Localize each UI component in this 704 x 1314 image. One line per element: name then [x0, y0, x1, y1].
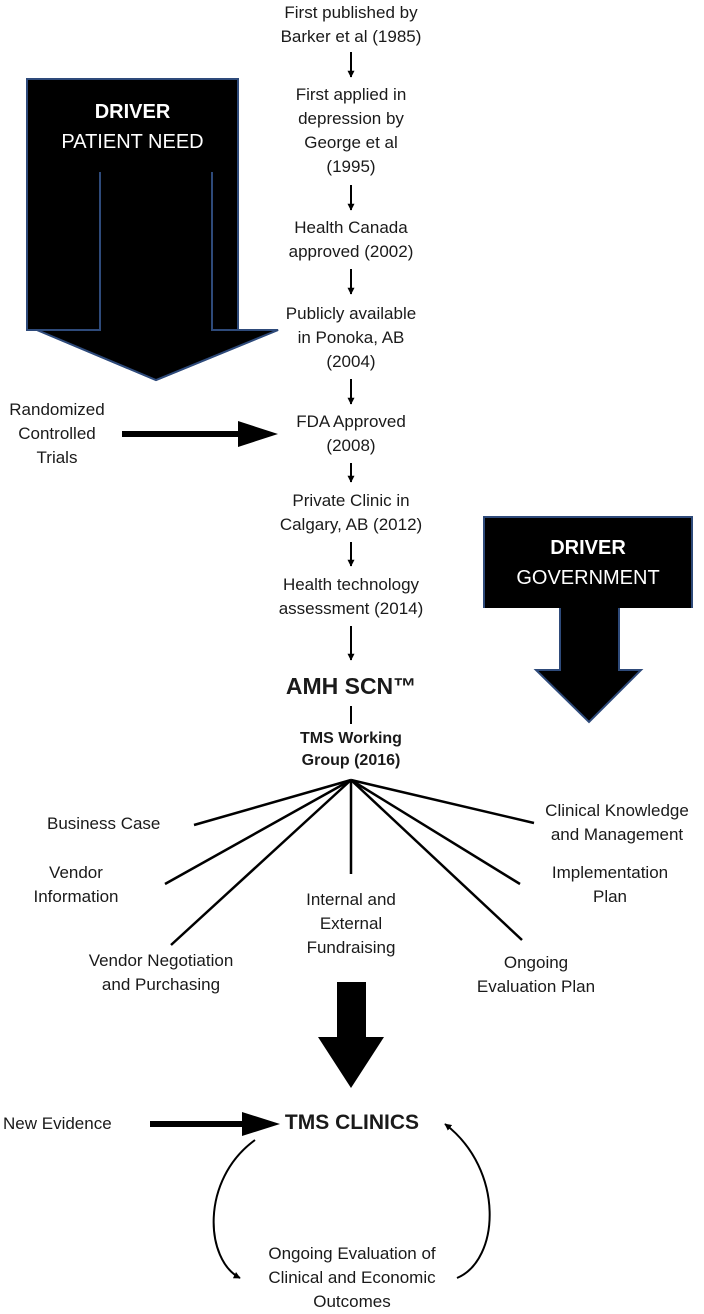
- node-health-canada: Health Canada approved (2002): [288, 218, 414, 261]
- node-hta: Health technology assessment (2014): [278, 575, 424, 618]
- driver-government-label: DRIVER GOVERNMENT: [516, 537, 660, 589]
- node-george: First applied in depression by George et…: [295, 85, 407, 176]
- branch-label-vendor-information: Vendor Information: [33, 863, 119, 906]
- driver-patient-need-label: DRIVER PATIENT NEED: [61, 101, 204, 153]
- branch-vendor-information: [164, 778, 352, 886]
- branch-label-fundraising: Internal and External Fundraising: [306, 890, 396, 957]
- driver-government-shaft: [533, 606, 644, 724]
- node-barker: First published by Barker et al (1985): [280, 3, 422, 46]
- node-ongoing-outcomes: Ongoing Evaluation of Clinical and Econo…: [268, 1244, 436, 1311]
- node-new-evidence: New Evidence: [3, 1114, 112, 1133]
- node-ponoka: Publicly available in Ponoka, AB (2004): [285, 304, 417, 371]
- node-tms-clinics: TMS CLINICS: [284, 1111, 420, 1134]
- branch-label-ongoing-evaluation-plan: Ongoing Evaluation Plan: [476, 953, 596, 996]
- arrow-new-evidence-head: [242, 1112, 280, 1136]
- branch-business-case: [193, 778, 352, 827]
- node-amh-scn: AMH SCN™: [285, 673, 417, 699]
- branch-vendor-negotiation: [170, 779, 352, 946]
- node-working-group: TMS Working Group (2016): [300, 730, 402, 769]
- branch-label-implementation-plan: Implementation Plan: [551, 863, 669, 906]
- branch-label-business-case: Business Case: [47, 814, 161, 833]
- curve-tms-to-outcomes: [212, 1139, 256, 1279]
- node-calgary: Private Clinic in Calgary, AB (2012): [279, 491, 423, 534]
- branch-clinical-knowledge: [350, 778, 535, 825]
- branch-implementation-plan: [350, 778, 521, 886]
- node-fda: FDA Approved (2008): [296, 412, 406, 455]
- node-rct: Randomized Controlled Trials: [9, 400, 105, 467]
- branch-label-vendor-negotiation: Vendor Negotiation and Purchasing: [88, 951, 234, 994]
- branch-ongoing-evaluation: [350, 779, 523, 941]
- arrow-to-tms-clinics: [318, 982, 384, 1088]
- branch-label-clinical-knowledge: Clinical Knowledge and Management: [545, 801, 689, 844]
- arrow-rct-head: [238, 421, 278, 447]
- curve-outcomes-to-tms: [444, 1123, 491, 1279]
- driver-patient-need-shaft: [36, 169, 279, 382]
